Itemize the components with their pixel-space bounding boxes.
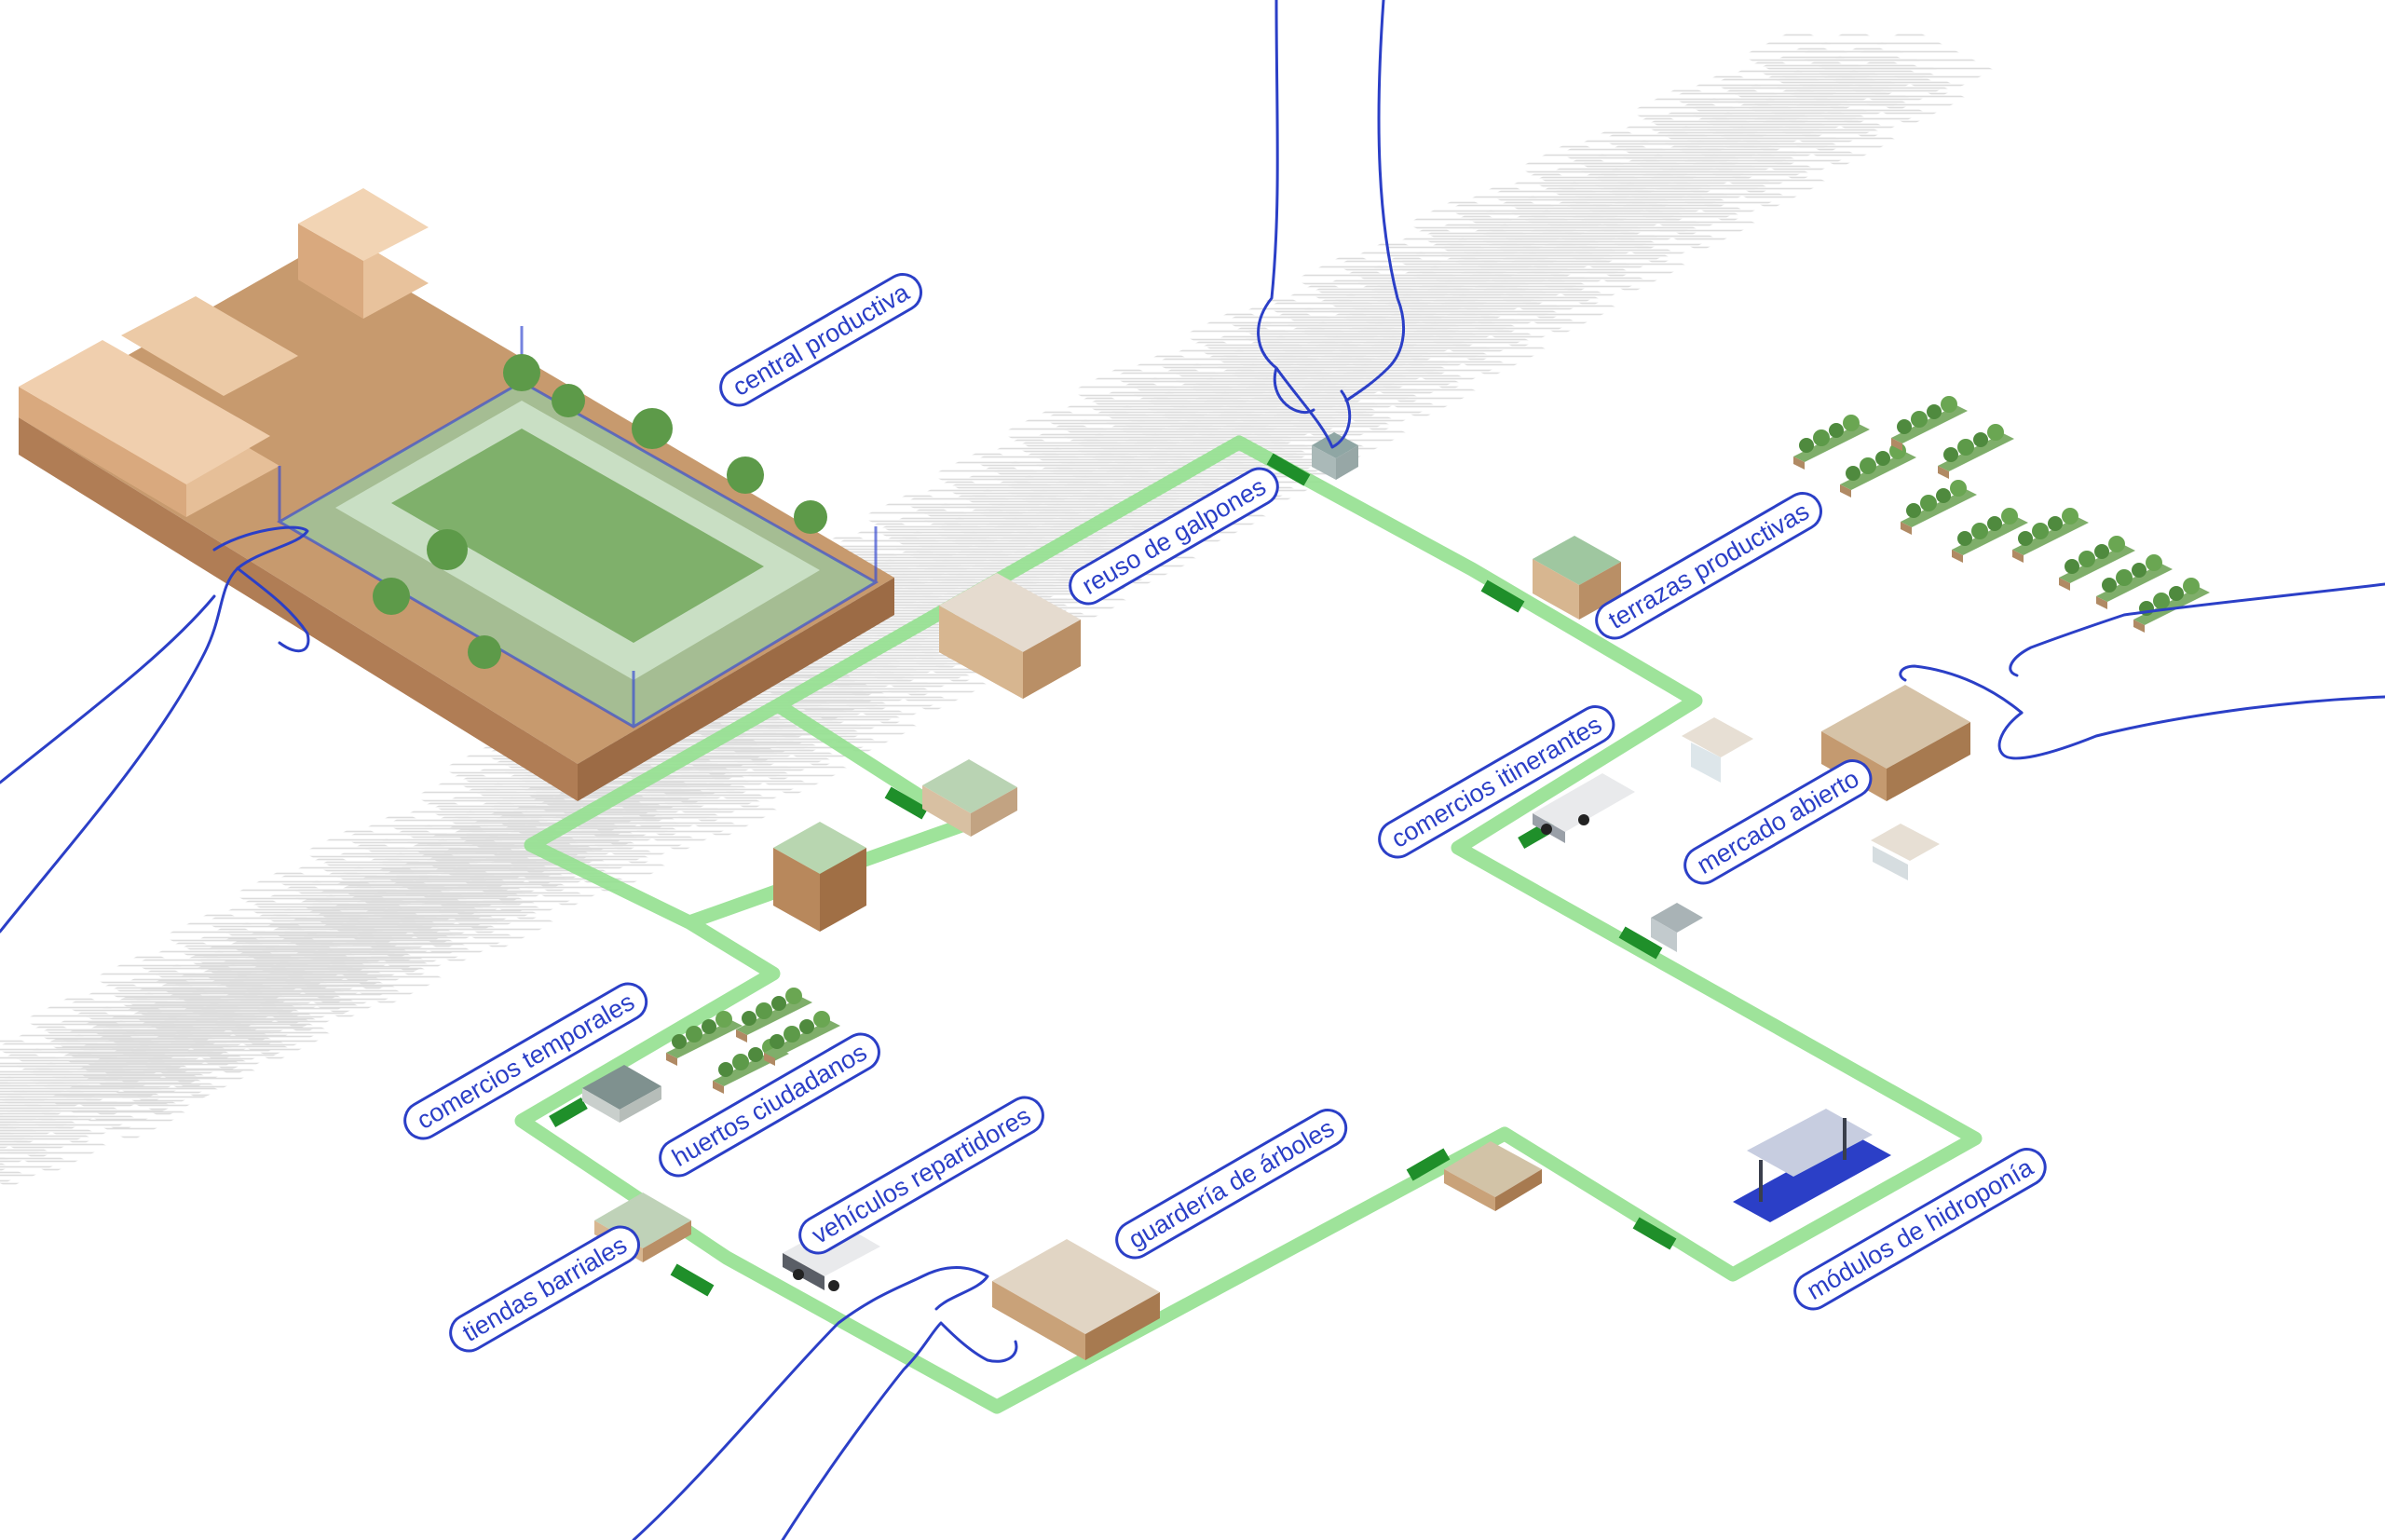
greenhouse-icon-guarderia	[992, 1239, 1160, 1360]
kiosk-icon-south	[1651, 903, 1703, 952]
kiosk-icon-east	[1871, 824, 1940, 880]
planter-icon-terrazas	[1793, 396, 2210, 633]
kiosk-icon-market	[1682, 717, 1753, 783]
hand-icon-bottom	[632, 1266, 1018, 1540]
hydroponics-icon	[1733, 1109, 1891, 1222]
kiosk-icon-temporales	[582, 1065, 661, 1123]
central-productiva-model	[19, 188, 894, 801]
hand-icon-left	[0, 525, 310, 934]
greenhouse-icon-west	[922, 759, 1017, 837]
building-icon-south	[1444, 1141, 1542, 1211]
building-icon-house	[773, 822, 866, 932]
building-icon-terrazas	[1533, 536, 1621, 620]
hand-icon-top	[1257, 0, 1406, 449]
hand-icon-right	[1899, 582, 2385, 760]
building-icon-reuso-galpones	[939, 573, 1081, 699]
truck-icon-itinerantes	[1533, 773, 1635, 843]
